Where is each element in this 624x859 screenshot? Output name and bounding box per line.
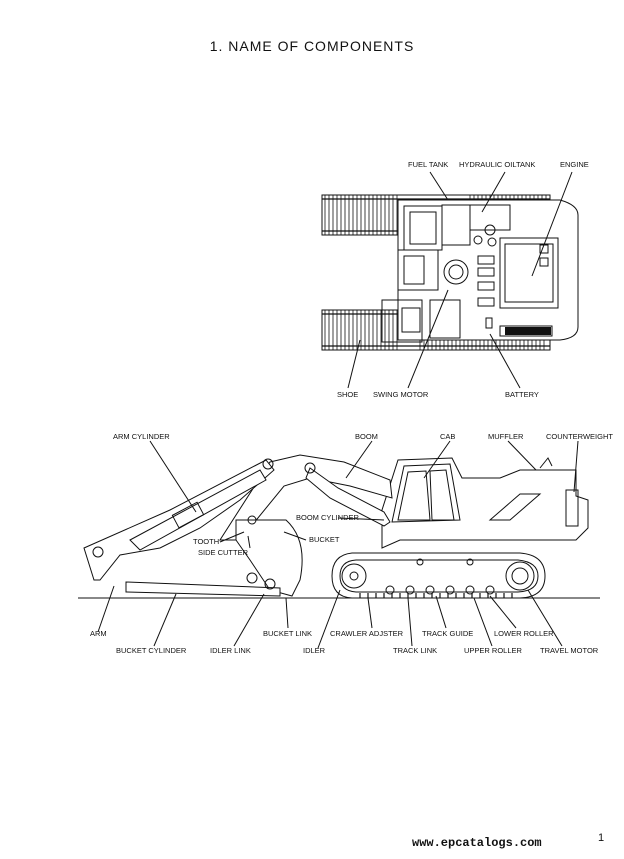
label-shoe: SHOE (337, 390, 359, 399)
label-boom: BOOM (355, 432, 378, 441)
label-idler: IDLER (303, 646, 326, 655)
label-fuel-tank: FUEL TANK (408, 160, 449, 169)
label-arm-cylinder: ARM CYLINDER (113, 432, 170, 441)
bucket-cylinder (125, 581, 281, 597)
label-boom-cylinder: BOOM CYLINDER (296, 513, 359, 522)
cab-outline (391, 463, 461, 523)
label-engine: ENGINE (560, 160, 589, 169)
label-tooth: TOOTH (193, 537, 220, 546)
upper-body (381, 457, 589, 549)
page-number: 1 (598, 832, 605, 844)
label-idler-link: IDLER LINK (210, 646, 251, 655)
travel-motor-sprocket (505, 561, 535, 591)
bucket (235, 519, 303, 597)
label-track-link: TRACK LINK (393, 646, 438, 655)
label-bucket-cylinder: BUCKET CYLINDER (116, 646, 187, 655)
label-cab: CAB (440, 432, 456, 441)
label-arm: ARM (90, 629, 107, 638)
label-bucket-link: BUCKET LINK (263, 629, 313, 638)
label-lower-roller: LOWER ROLLER (494, 629, 554, 638)
label-counterweight: COUNTERWEIGHT (546, 432, 613, 441)
footer-url[interactable]: www.epcatalogs.com (412, 836, 542, 850)
label-crawler-adjster: CRAWLER ADJSTER (330, 629, 404, 638)
label-travel-motor: TRAVEL MOTOR (540, 646, 599, 655)
page-title: 1. NAME OF COMPONENTS (209, 38, 415, 54)
boom-cylinder (305, 467, 391, 527)
label-muffler: MUFFLER (488, 432, 524, 441)
label-bucket: BUCKET (309, 535, 340, 544)
label-track-guide: TRACK GUIDE (422, 629, 474, 638)
label-side-cutter: SIDE CUTTER (198, 548, 249, 557)
label-hydraulic-oiltank: HYDRAULIC OILTANK (459, 160, 536, 169)
upper-structure (397, 199, 579, 341)
label-battery: BATTERY (505, 390, 539, 399)
arm-cylinder (129, 469, 267, 551)
label-swing-motor: SWING MOTOR (373, 390, 429, 399)
label-upper-roller: UPPER ROLLER (464, 646, 522, 655)
